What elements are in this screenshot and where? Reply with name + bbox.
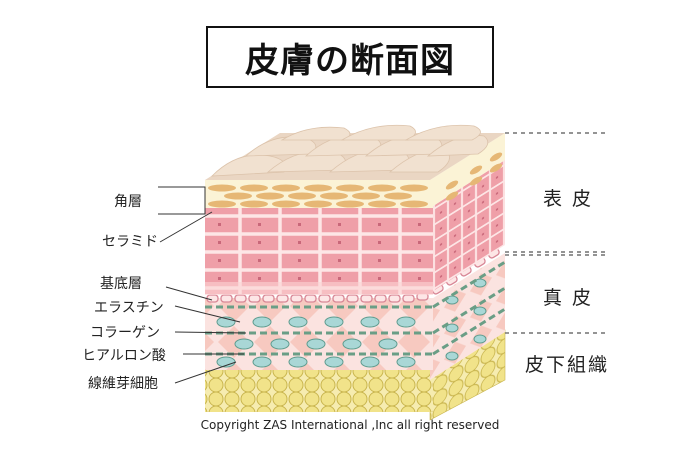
label-hyaluronic: ヒアルロン酸: [82, 345, 166, 365]
label-fibroblast: 線維芽細胞: [88, 373, 158, 393]
label-kitei: 基底層: [100, 273, 142, 293]
copyright-text: Copyright ZAS International ,Inc all rig…: [0, 418, 700, 432]
label-kakuso: 角層: [114, 191, 142, 211]
layer-label-subcutaneous: 皮下組織: [525, 350, 609, 377]
label-elastin: エラスチン: [94, 297, 164, 317]
epidermis-front-face: [205, 208, 433, 294]
layer-label-dermis: 真 皮: [543, 283, 593, 310]
label-collagen: コラーゲン: [90, 322, 160, 342]
label-ceramide: セラミド: [102, 231, 158, 251]
subcutaneous-front-face: [205, 368, 433, 412]
layer-label-epidermis: 表 皮: [543, 184, 593, 211]
